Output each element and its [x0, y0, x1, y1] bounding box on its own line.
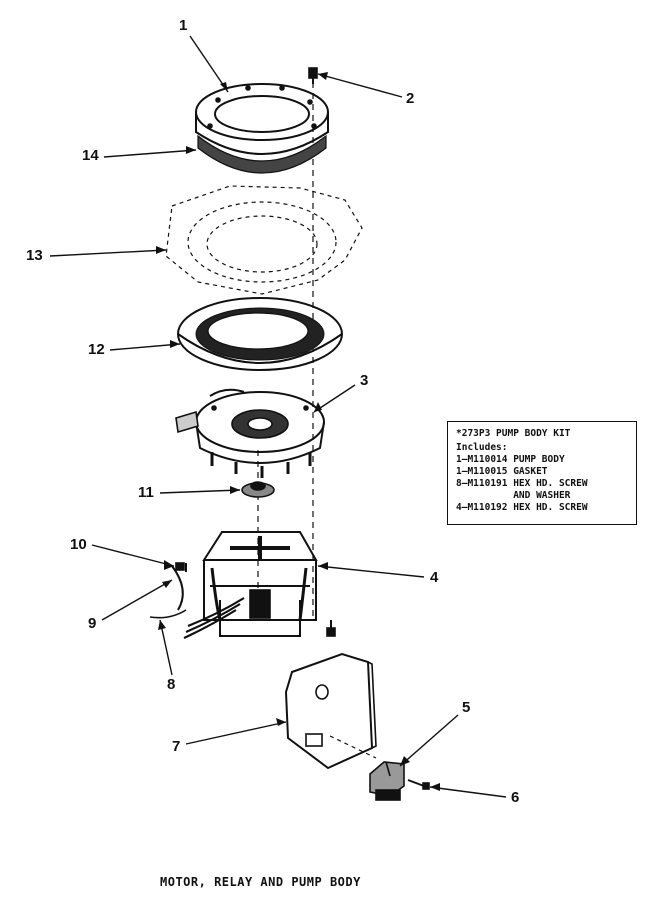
leader-5	[399, 714, 459, 767]
kit-line: 4—M110192 HEX HD. SCREW	[456, 502, 588, 513]
leader-9	[101, 579, 173, 621]
leader-8	[159, 619, 173, 676]
callout-5: 5	[462, 699, 471, 716]
dashed-gasket	[165, 185, 363, 295]
callout-2: 2	[406, 90, 415, 107]
callout-12: 12	[88, 341, 105, 358]
motor-screw	[326, 620, 336, 637]
callout-14: 14	[82, 147, 99, 164]
callout-8: 8	[167, 676, 176, 693]
callout-4: 4	[430, 569, 439, 586]
ring-gasket	[197, 134, 327, 174]
pump-body-ring	[195, 83, 329, 155]
lead-wire	[171, 565, 184, 611]
callout-13: 13	[26, 247, 43, 264]
callout-3: 3	[360, 372, 369, 389]
diagram-title: MOTOR, RELAY AND PUMP BODY	[160, 875, 361, 889]
pump-body	[175, 388, 325, 478]
leader-7	[185, 721, 287, 745]
leader-2	[317, 73, 403, 98]
relay-screw	[407, 779, 430, 790]
leader-10	[91, 544, 175, 567]
hex-screw-top	[308, 67, 318, 84]
leader-13	[49, 249, 167, 257]
leader-14	[103, 149, 197, 158]
motor-wires	[183, 597, 245, 639]
kit-title: *273P3 PUMP BODY KIT	[456, 428, 571, 439]
relay-bracket	[284, 652, 377, 770]
seal	[241, 481, 275, 498]
leader-11	[159, 489, 241, 494]
leader-1	[189, 35, 229, 93]
leader-3	[313, 384, 356, 413]
callout-7: 7	[172, 738, 181, 755]
kit-includes-label: Includes:	[456, 442, 508, 453]
kit-line: 1—M110015 GASKET	[456, 466, 548, 477]
callout-9: 9	[88, 615, 97, 632]
wire-lead	[149, 609, 187, 619]
kit-line: 1—M110014 PUMP BODY	[456, 454, 565, 465]
pump-body-kit-box: *273P3 PUMP BODY KIT Includes: 1—M110014…	[447, 421, 637, 525]
terminal-clip	[175, 562, 187, 572]
kit-line: 8—M110191 HEX HD. SCREW	[456, 478, 588, 489]
relay	[369, 761, 405, 801]
leader-4	[317, 565, 425, 578]
callout-6: 6	[511, 789, 520, 806]
callout-1: 1	[179, 17, 188, 34]
pump-gasket	[177, 297, 343, 371]
kit-line: AND WASHER	[456, 490, 571, 501]
callout-10: 10	[70, 536, 87, 553]
leader-6	[429, 786, 507, 798]
motor	[202, 531, 318, 637]
callout-11: 11	[138, 484, 154, 501]
leader-12	[109, 343, 181, 351]
